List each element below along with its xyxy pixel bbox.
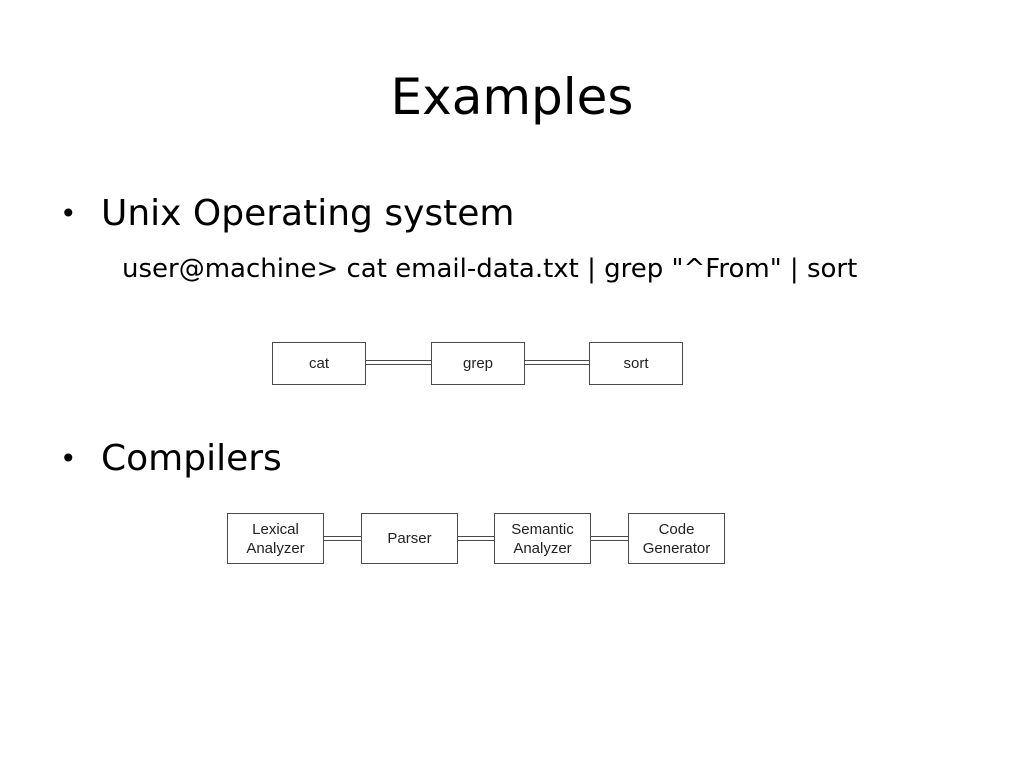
bullet-unix: • Unix Operating system xyxy=(60,194,760,234)
compiler-box-label-line2: Generator xyxy=(642,539,711,557)
compiler-box-label-line1: Semantic xyxy=(511,520,574,538)
compiler-connector xyxy=(324,536,361,541)
unix-command-line: user@machine> cat email-data.txt | grep … xyxy=(122,254,858,284)
compiler-box-label-line1: Code xyxy=(658,520,695,538)
pipeline-connector xyxy=(525,360,589,365)
pipeline-box-sort: sort xyxy=(589,342,683,385)
slide-title: Examples xyxy=(390,68,634,126)
pipeline-box-label: grep xyxy=(462,355,494,372)
compiler-box-parser: Parser xyxy=(361,513,458,564)
bullet-symbol: • xyxy=(60,197,77,230)
compiler-connector xyxy=(458,536,494,541)
pipeline-connector xyxy=(366,360,431,365)
compiler-box-label-line1: Parser xyxy=(387,530,432,547)
pipeline-box-label: sort xyxy=(623,355,649,372)
compiler-box-semantic-analyzer: Semantic Analyzer xyxy=(494,513,591,564)
pipeline-box-grep: grep xyxy=(431,342,525,385)
bullet-symbol: • xyxy=(60,442,77,475)
compiler-box-label-line1: Lexical xyxy=(252,520,299,538)
bullet-text-unix: Unix Operating system xyxy=(101,193,515,234)
compiler-box-code-generator: Code Generator xyxy=(628,513,725,564)
bullet-text-compilers: Compilers xyxy=(101,438,282,479)
compiler-box-label-line2: Analyzer xyxy=(246,539,305,557)
pipeline-box-cat: cat xyxy=(272,342,366,385)
compiler-connector xyxy=(591,536,628,541)
bullet-compilers: • Compilers xyxy=(60,439,460,479)
compiler-box-lexical-analyzer: Lexical Analyzer xyxy=(227,513,324,564)
pipeline-box-label: cat xyxy=(308,355,329,372)
compiler-box-label-line2: Analyzer xyxy=(513,539,572,557)
